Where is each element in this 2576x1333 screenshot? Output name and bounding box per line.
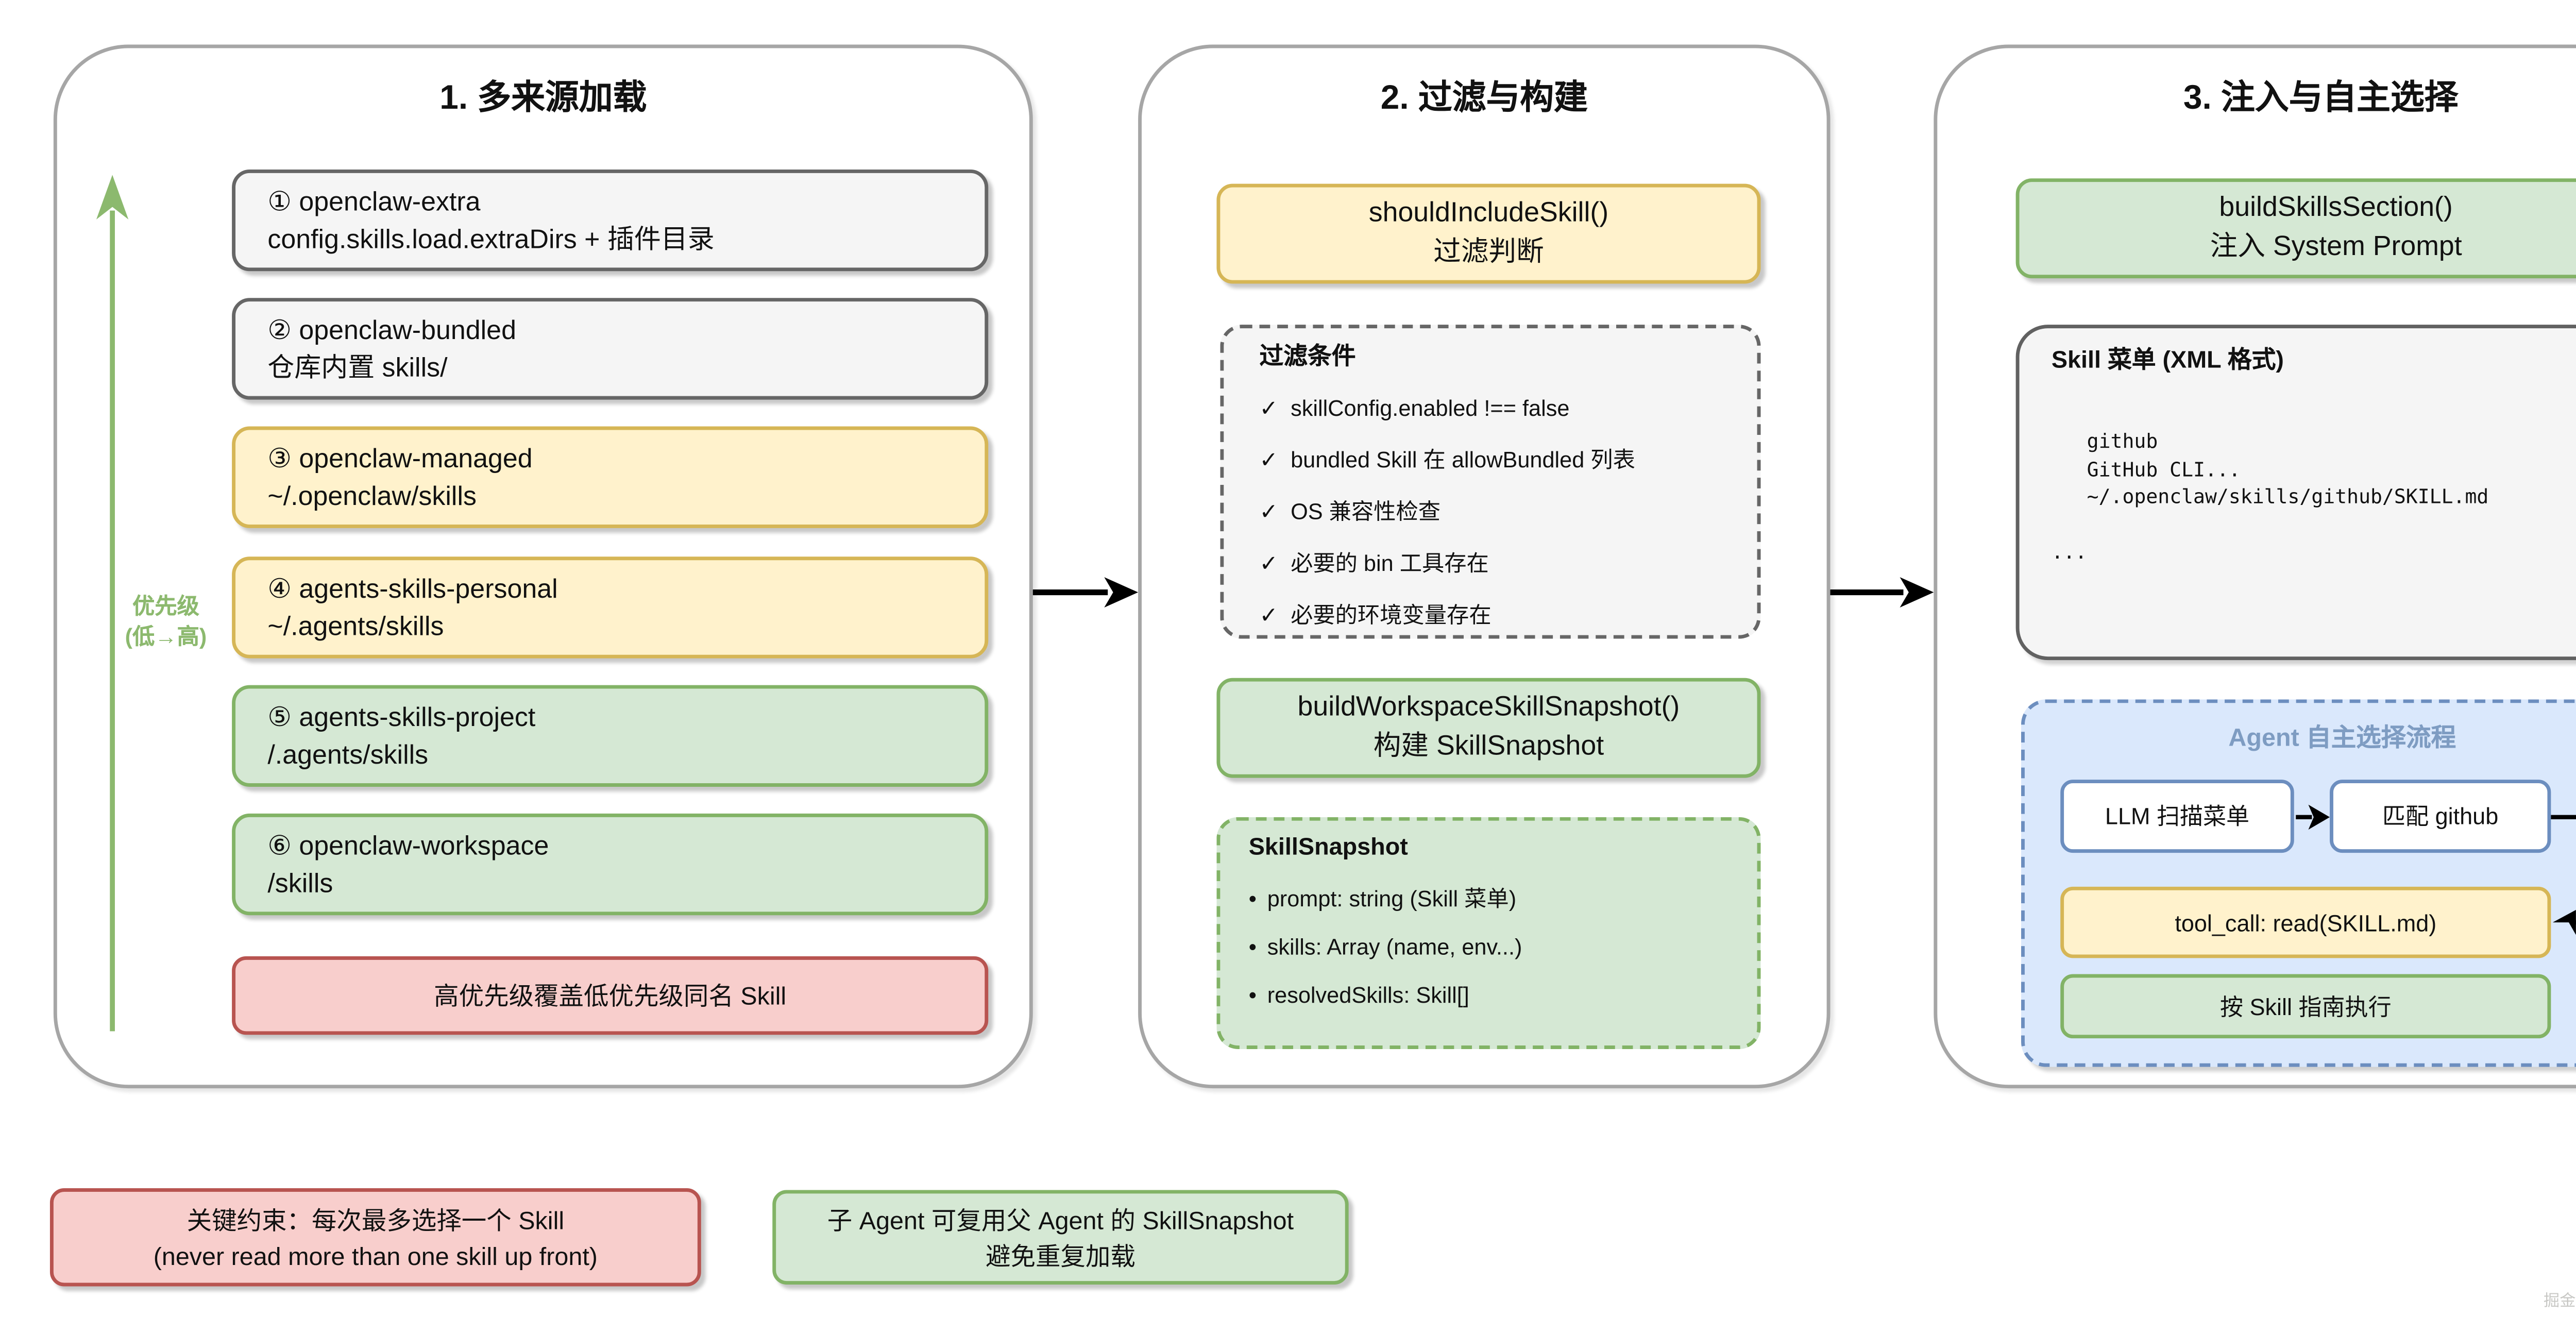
check-icon: ✓ (1259, 448, 1278, 473)
flow-step-label: 按 Skill 指南执行 (2219, 992, 2392, 1020)
small-arrow-right-icon (2296, 804, 2330, 830)
constraint-line2: (never read more than one skill up front… (153, 1241, 598, 1270)
constraint-line1: 关键约束：每次最多选择一个 Skill (187, 1205, 565, 1234)
panel-filter-build: 2. 过滤与构建 shouldIncludeSkill() 过滤判断 过滤条件 … (1138, 44, 1831, 1089)
panel-inject-select: 3. 注入与自主选择 buildSkillsSection() 注入 Syste… (1934, 44, 2576, 1089)
check-icon: ✓ (1259, 396, 1278, 421)
source-row-openclaw-extra: ① openclaw-extra config.skills.load.extr… (232, 169, 989, 272)
override-note: 高优先级覆盖低优先级同名 Skill (232, 956, 989, 1035)
elbow-connector-arrow-icon (2551, 815, 2576, 935)
override-note-text: 高优先级覆盖低优先级同名 Skill (434, 981, 787, 1010)
filter-conditions-box: 过滤条件 ✓ skillConfig.enabled !== false ✓ bun… (1220, 325, 1761, 639)
source-path: /skills (267, 868, 333, 899)
fn-name: buildWorkspaceSkillSnapshot() (1297, 692, 1680, 723)
flow-step-match-github: 匹配 github (2330, 780, 2551, 853)
bullet-icon: • (1248, 935, 1257, 960)
filter-condition: ✓ 必要的 bin 工具存在 (1260, 551, 1489, 578)
filter-condition: ✓ OS 兼容性检查 (1260, 500, 1441, 527)
flow-step-label: tool_call: read(SKILL.md) (2175, 909, 2437, 936)
check-icon: ✓ (1259, 499, 1278, 525)
fn-name: buildSkillsSection() (2219, 192, 2453, 223)
flow-step-scan-menu: LLM 扫描菜单 (2060, 780, 2294, 853)
filter-condition: ✓ 必要的环境变量存在 (1260, 603, 1492, 630)
priority-axis-label: 优先级 (低→高) (100, 593, 232, 653)
flow-arrow-right-icon (1830, 577, 1934, 608)
source-name: ④ agents-skills-personal (267, 573, 558, 604)
build-snapshot-node: buildWorkspaceSkillSnapshot() 构建 SkillSn… (1216, 678, 1761, 778)
filter-condition: ✓ skillConfig.enabled !== false (1260, 396, 1570, 423)
source-name: ⑥ openclaw-workspace (267, 830, 549, 861)
flow-step-label: LLM 扫描菜单 (2105, 803, 2250, 830)
panel-multi-source-load: 1. 多来源加载 优先级 (低→高) ① openclaw-extra conf… (53, 44, 1033, 1089)
skill-snapshot-heading: SkillSnapshot (1248, 833, 1408, 860)
condition-text: OS 兼容性检查 (1291, 499, 1441, 525)
bullet-icon: • (1248, 886, 1257, 912)
check-icon: ✓ (1259, 603, 1278, 628)
source-row-openclaw-bundled: ② openclaw-bundled 仓库内置 skills/ (232, 298, 989, 400)
skill-menu-code: github GitHub CLI... ~/.openclaw/skills/… (2051, 430, 2489, 564)
agent-selection-flow-box: Agent 自主选择流程 LLM 扫描菜单 匹配 github tool_cal… (2021, 699, 2576, 1067)
filter-conditions-heading: 过滤条件 (1259, 342, 1356, 369)
reuse-line1: 子 Agent 可复用父 Agent 的 SkillSnapshot (827, 1205, 1294, 1234)
priority-up-arrow-icon (96, 175, 129, 1032)
flow-step-execute: 按 Skill 指南执行 (2060, 974, 2551, 1039)
fn-desc: 过滤判断 (1433, 237, 1544, 268)
source-path: ~/.agents/skills (267, 611, 444, 642)
field-text: prompt: string (Skill 菜单) (1267, 886, 1517, 912)
fn-name: shouldIncludeSkill() (1368, 198, 1609, 229)
source-row-agents-skills-project: ⑤ agents-skills-project /.agents/skills (232, 685, 989, 787)
source-name: ① openclaw-extra (267, 186, 481, 217)
panel-title: 3. 注入与自主选择 (2183, 80, 2459, 118)
fn-desc: 构建 SkillSnapshot (1373, 731, 1604, 762)
source-path: ~/.openclaw/skills (267, 481, 477, 512)
field-text: skills: Array (name, env...) (1267, 935, 1522, 960)
bullet-icon: • (1248, 983, 1257, 1008)
flow-step-tool-call: tool_call: read(SKILL.md) (2060, 886, 2551, 958)
build-skills-section-node: buildSkillsSection() 注入 System Prompt (2015, 178, 2576, 279)
source-name: ② openclaw-bundled (267, 315, 516, 345)
source-path: config.skills.load.extraDirs + 插件目录 (267, 224, 715, 255)
priority-axis-label-line2: (低→高) (125, 624, 207, 650)
panel-title: 1. 多来源加载 (439, 80, 647, 118)
source-row-openclaw-managed: ③ openclaw-managed ~/.openclaw/skills (232, 426, 989, 528)
condition-text: skillConfig.enabled !== false (1291, 396, 1570, 421)
condition-text: 必要的环境变量存在 (1291, 603, 1492, 628)
snapshot-field: • prompt: string (Skill 菜单) (1249, 887, 1516, 914)
reuse-line2: 避免重复加载 (986, 1241, 1136, 1270)
constraint-note: 关键约束：每次最多选择一个 Skill (never read more tha… (49, 1188, 701, 1287)
check-icon: ✓ (1259, 551, 1278, 577)
source-path: /.agents/skills (267, 739, 429, 770)
condition-text: 必要的 bin 工具存在 (1291, 551, 1489, 577)
filter-condition: ✓ bundled Skill 在 allowBundled 列表 (1260, 448, 1635, 475)
source-row-openclaw-workspace: ⑥ openclaw-workspace /skills (232, 813, 989, 916)
snapshot-field: • skills: Array (name, env...) (1249, 935, 1522, 961)
fn-desc: 注入 System Prompt (2210, 232, 2462, 262)
skill-menu-box: Skill 菜单 (XML 格式) github GitHub CLI... ~… (2015, 325, 2576, 661)
field-text: resolvedSkills: Skill[] (1267, 983, 1469, 1008)
panel-title: 2. 过滤与构建 (1380, 80, 1588, 118)
source-name: ③ openclaw-managed (267, 443, 533, 474)
priority-axis-label-line1: 优先级 (132, 594, 199, 619)
should-include-skill-node: shouldIncludeSkill() 过滤判断 (1216, 183, 1761, 284)
source-row-agents-skills-personal: ④ agents-skills-personal ~/.agents/skill… (232, 556, 989, 659)
skill-menu-heading: Skill 菜单 (XML 格式) (2051, 346, 2284, 373)
flow-step-label: 匹配 github (2382, 803, 2499, 830)
watermark: 掘金技术社区 @ 京东云开发者 (2544, 1291, 2576, 1310)
flow-arrow-right-icon (1032, 577, 1139, 608)
reuse-note: 子 Agent 可复用父 Agent 的 SkillSnapshot 避免重复加… (772, 1190, 1349, 1285)
source-path: 仓库内置 skills/ (267, 352, 448, 383)
agent-flow-title: Agent 自主选择流程 (2228, 722, 2456, 751)
condition-text: bundled Skill 在 allowBundled 列表 (1291, 448, 1635, 473)
snapshot-field: • resolvedSkills: Skill[] (1249, 983, 1469, 1010)
source-name: ⑤ agents-skills-project (267, 702, 536, 733)
skill-snapshot-box: SkillSnapshot • prompt: string (Skill 菜单)… (1216, 817, 1761, 1049)
